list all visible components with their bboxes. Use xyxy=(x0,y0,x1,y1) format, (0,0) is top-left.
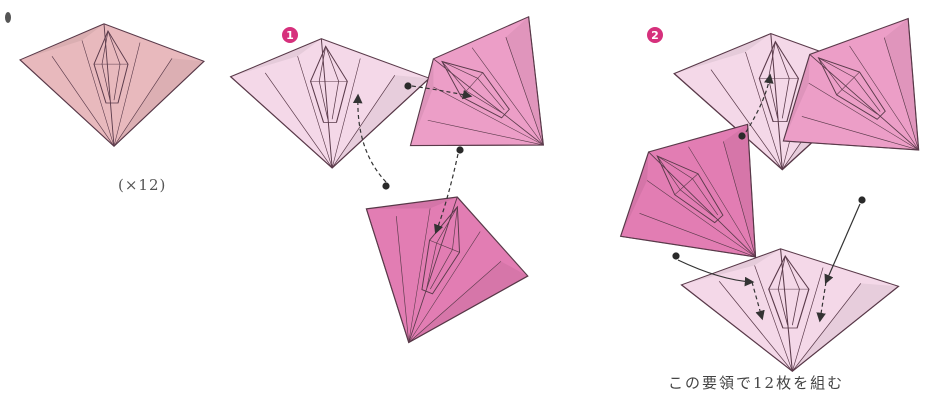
connection-dot xyxy=(404,82,411,89)
connection-dot xyxy=(456,146,463,153)
connection-dot xyxy=(738,132,745,139)
step1-group xyxy=(231,0,601,375)
single-unit xyxy=(20,24,204,146)
connection-dot xyxy=(672,252,679,259)
connection-dot xyxy=(382,182,389,189)
step1-unit-top-right xyxy=(380,0,601,211)
connection-dot xyxy=(858,196,865,203)
step2-unit-light-bottom xyxy=(681,249,898,371)
step1-unit-light xyxy=(231,39,430,168)
step1-unit-bottom xyxy=(326,167,545,374)
step2-group xyxy=(591,0,941,371)
